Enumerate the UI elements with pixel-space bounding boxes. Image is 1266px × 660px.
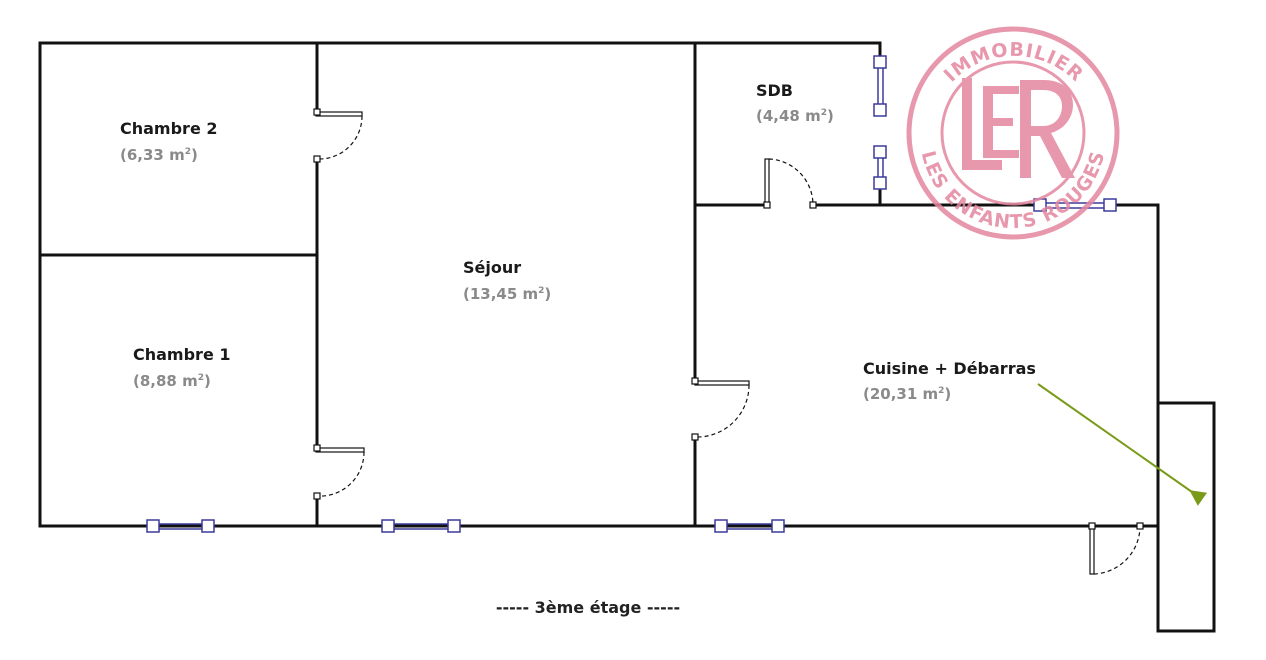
window-cuisine-bottom bbox=[714, 519, 785, 533]
room-name-sdb: SDB bbox=[756, 81, 793, 100]
window-chambre1 bbox=[146, 519, 215, 533]
logo-bottom-text: LES ENFANTS ROUGES bbox=[917, 148, 1110, 233]
room-chambre1: Chambre 1 (8,88 m2) bbox=[133, 345, 231, 390]
room-area-cuisine: (20,31 m2) bbox=[863, 385, 951, 403]
logo-monogram bbox=[962, 78, 1075, 178]
room-area-sejour: (13,45 m2) bbox=[463, 285, 551, 303]
door-chambre2 bbox=[313, 108, 363, 163]
room-sejour: Séjour (13,45 m2) bbox=[463, 258, 551, 303]
room-chambre2: Chambre 2 (6,33 m2) bbox=[120, 119, 218, 164]
room-sdb: SDB (4,48 m2) bbox=[756, 81, 834, 125]
room-name-cuisine: Cuisine + Débarras bbox=[863, 359, 1036, 378]
room-name-chambre2: Chambre 2 bbox=[120, 119, 218, 138]
window-sdb-lower bbox=[873, 145, 887, 190]
door-entry bbox=[1088, 522, 1144, 575]
room-area-chambre2: (6,33 m2) bbox=[120, 146, 198, 164]
window-sejour bbox=[381, 519, 461, 533]
door-chambre1 bbox=[313, 444, 365, 500]
entry-arrow bbox=[1037, 383, 1208, 506]
window-sdb-upper bbox=[873, 55, 887, 117]
door-sejour-cuisine bbox=[691, 377, 750, 441]
room-cuisine: Cuisine + Débarras (20,31 m2) bbox=[863, 359, 1036, 403]
room-name-chambre1: Chambre 1 bbox=[133, 345, 231, 364]
floor-label: ----- 3ème étage ----- bbox=[496, 598, 680, 617]
room-area-chambre1: (8,88 m2) bbox=[133, 372, 211, 390]
walls bbox=[38, 41, 1216, 633]
doors bbox=[313, 108, 1144, 575]
room-name-sejour: Séjour bbox=[463, 258, 521, 277]
door-sdb bbox=[763, 158, 817, 209]
windows bbox=[146, 55, 1117, 533]
chimney-block bbox=[1156, 401, 1216, 633]
room-area-sdb: (4,48 m2) bbox=[756, 107, 834, 125]
